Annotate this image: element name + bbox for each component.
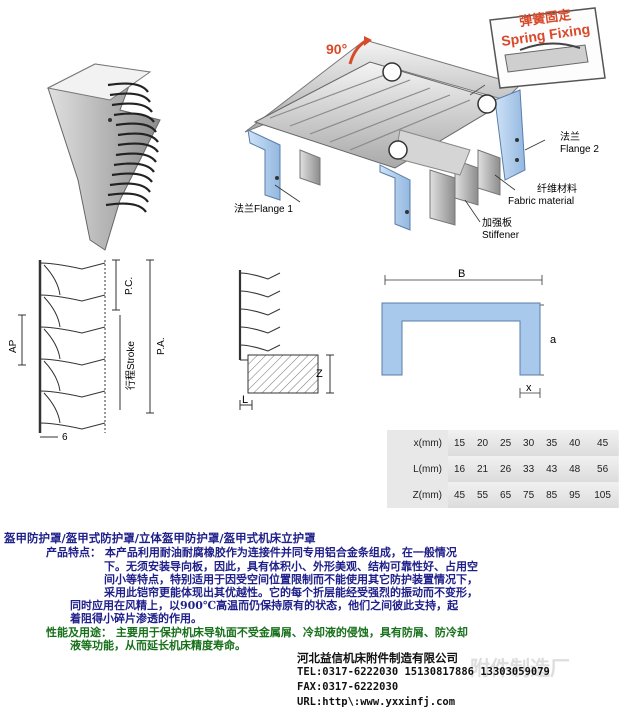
pa-label: P.A.: [156, 337, 167, 355]
flange2-en: Flange 2: [560, 144, 599, 155]
table-cell: 65: [500, 489, 512, 501]
table-cell: 75: [523, 489, 535, 501]
table-cell: 15: [453, 437, 466, 449]
table-cell: 33: [523, 463, 535, 475]
table-cell: 25: [500, 437, 512, 449]
table-row: x(mm) 15 20 25 30 35 40 45: [387, 430, 619, 456]
spring-fixing-cn: 弹簧固定: [518, 7, 572, 29]
tel-line: TEL:0317-6222030 15130817886 13303059079: [297, 666, 550, 678]
table-cell: 105: [594, 489, 611, 501]
folded-cover-image: [46, 63, 161, 251]
features-line-1: 产品特点： 本产品利用耐油耐腐橡胶作为连接件并同专用铝合金条组成，在一般情况: [46, 546, 457, 559]
stroke-label: 行程Stroke: [124, 341, 137, 390]
table-cell: 85: [546, 489, 558, 501]
cross-section-diagram: B a x: [381, 268, 557, 398]
pc-label: P.C.: [124, 277, 135, 295]
usage-line-1: 性能及用途： 主要用于保护机床导轨面不受金属屑、冷却液的侵蚀，具有防屑、防冷却: [46, 626, 468, 639]
fax-line: FAX:0317-6222030: [297, 681, 399, 693]
row-label: L(mm): [387, 456, 448, 482]
product-illustration: 90° 弹簧固定 Spring Fixing 法兰 Flange 2 纤维材料 …: [46, 7, 606, 251]
features-line-6: 着阻得小碎片渗透的作用。: [70, 612, 202, 625]
x-label: x: [526, 382, 532, 394]
table-cell: 16: [453, 463, 466, 475]
table-row: Z(mm) 45 55 65 75 85 95 105: [387, 482, 619, 508]
features-line-5: 同时应用在风精上，以900℃高温而仍保持原有的状态，他们之间彼此支持，起: [70, 599, 459, 612]
armor-cover-structure: [108, 36, 526, 231]
company-name: 河北益信机床附件制造有限公司: [297, 651, 458, 665]
table-cell: 30: [523, 437, 535, 449]
ap-label: AP: [8, 339, 19, 353]
a-label: a: [550, 334, 557, 346]
angle-label: 90°: [326, 41, 347, 57]
stroke-diagram: AP P.C. P.A. 行程Stroke 6: [8, 259, 167, 443]
b-label: B: [458, 268, 465, 280]
table-cell: 21: [476, 463, 489, 475]
l-label: L: [242, 394, 248, 406]
table-cell: 55: [476, 489, 489, 501]
spring-fixing-inset: [469, 7, 606, 96]
six-label: 6: [62, 432, 68, 443]
table-cell: 45: [597, 437, 609, 449]
row-label: x(mm): [387, 430, 448, 456]
z-label: Z: [316, 368, 323, 380]
fabric-cn: 纤维材料: [537, 182, 577, 195]
flange1-label: 法兰Flange 1: [234, 202, 293, 215]
table-cell: 35: [546, 437, 558, 449]
stiffener-cn: 加强板: [482, 216, 512, 229]
usage-line-2: 液等功能，从而延长机床精度寿命。: [70, 639, 246, 652]
heading: 盔甲防护罩/盔甲式防护罩/立体盔甲防护罩/盔甲式机床立护罩: [4, 531, 316, 545]
watermark: 附件制造厂: [470, 656, 570, 680]
table-cell: 43: [546, 463, 558, 475]
table-cell: 48: [569, 463, 581, 475]
stiffener-en: Stiffener: [482, 230, 520, 241]
features-line-4: 采用此铠帘更能体现出其优越性。它的每个折层能经受强烈的振动而不变形，: [104, 586, 478, 599]
table-cell: 26: [500, 463, 512, 475]
features-line-3: 间小等特点，特别适用于因受空间位置限制而不能使用其它防护装置情况下，: [104, 573, 478, 586]
dimension-table: x(mm) 15 20 25 30 35 40 45 L(mm) 16 21 2…: [387, 430, 619, 508]
url-line: URL:http\:www.yxxinfj.com: [297, 696, 456, 708]
flange2-cn: 法兰: [560, 130, 580, 143]
table-cell: 95: [569, 489, 581, 501]
table-cell: 45: [453, 489, 466, 501]
compressed-diagram: Z L: [238, 270, 334, 410]
table-row: L(mm) 16 21 26 33 43 48 56: [387, 456, 619, 482]
table-cell: 56: [597, 463, 609, 475]
row-label: Z(mm): [387, 482, 448, 508]
table-cell: 20: [476, 437, 489, 449]
fabric-en: Fabric material: [508, 196, 574, 207]
features-line-2: 下。无须安装导向板，因此，具有体积小、外形美观、结构可靠性好、占用空: [104, 560, 478, 573]
table-cell: 40: [569, 437, 581, 449]
